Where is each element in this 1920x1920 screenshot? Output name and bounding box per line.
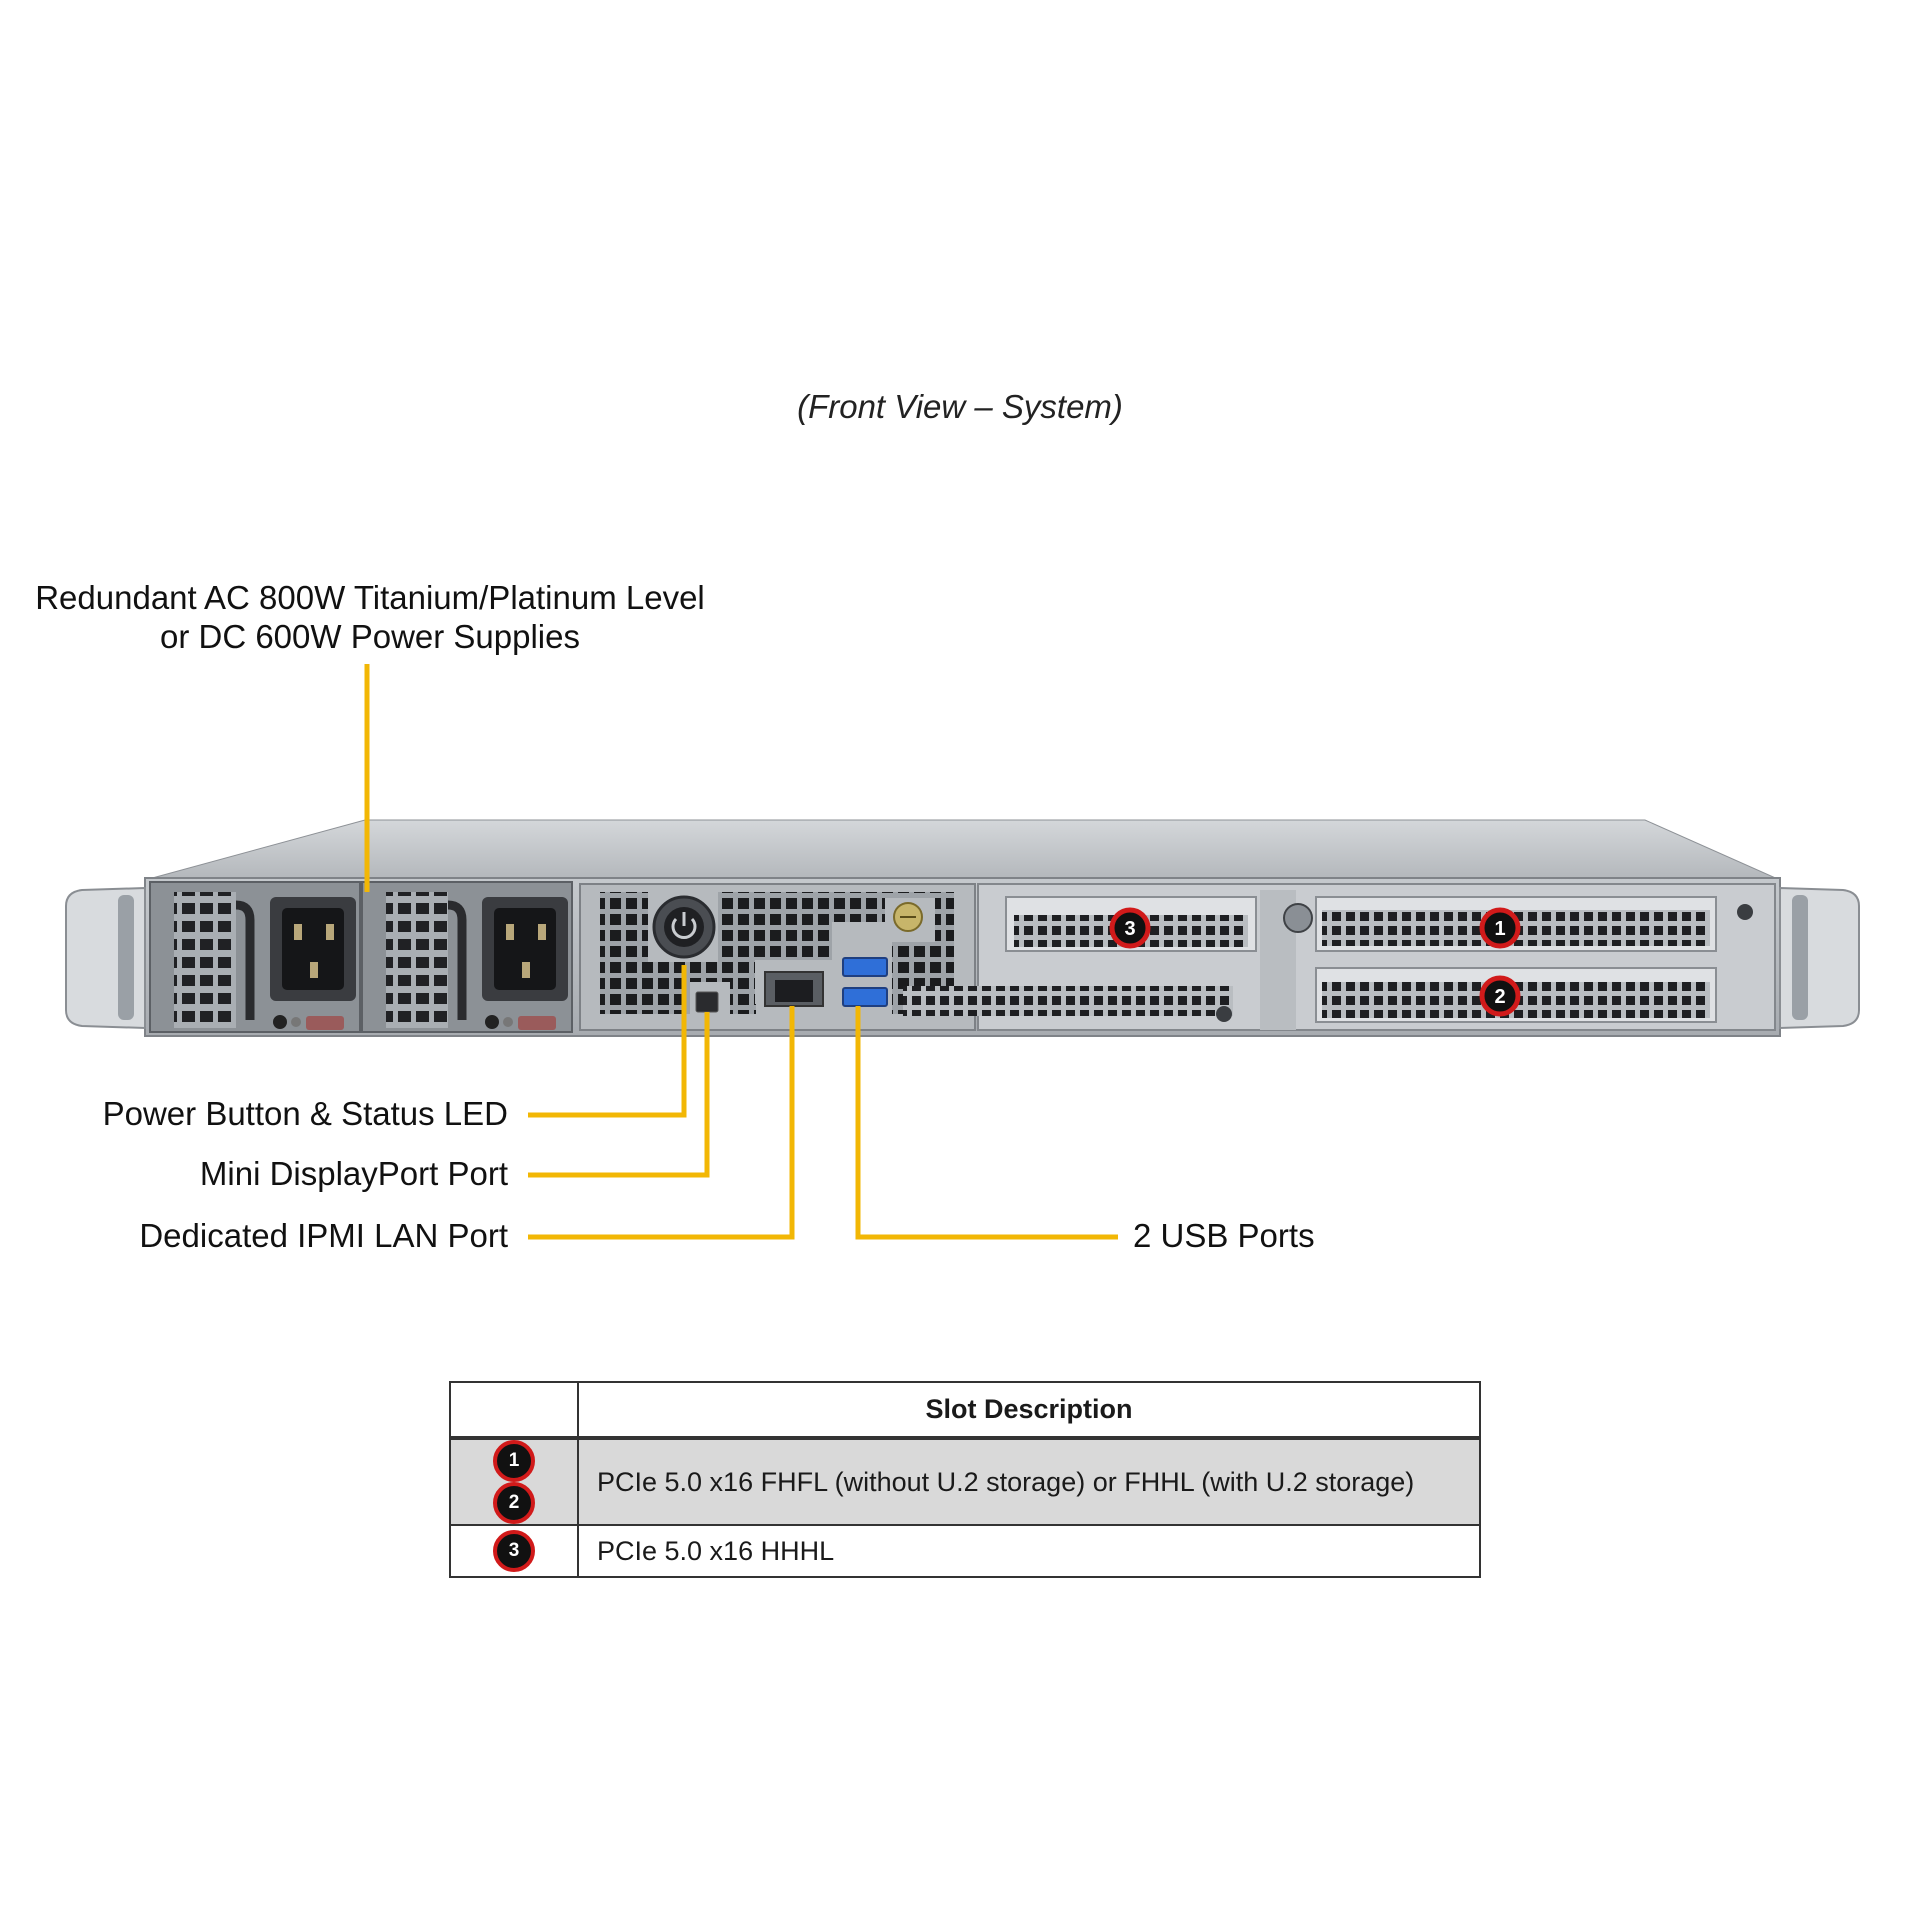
rack-ear-left: [65, 886, 146, 1030]
slot-marker-1: 1: [1479, 907, 1521, 949]
mini-displayport-icon: [695, 991, 719, 1013]
power-button-label: Power Button & Status LED: [102, 1095, 508, 1132]
power-button-icon: [652, 895, 716, 959]
slot-marker-2: 2: [1479, 975, 1521, 1017]
slot-marker-3: 3: [1109, 907, 1151, 949]
usb-port-icon: [842, 957, 888, 1007]
slot-marker-3-text: 3: [1124, 918, 1135, 940]
table-row: 12 PCIe 5.0 x16 FHFL (without U.2 storag…: [449, 1437, 1481, 1526]
slot-badge-1: 1: [493, 1440, 535, 1482]
callout-mini-displayport: [528, 1012, 710, 1178]
ipmi-lan-label: Dedicated IPMI LAN Port: [139, 1217, 508, 1254]
table-row-description: PCIe 5.0 x16 HHHL: [577, 1524, 1481, 1578]
table-header-row: Slot Description: [449, 1381, 1481, 1440]
table-row-badges: 3: [449, 1524, 579, 1578]
usb-ports-label: 2 USB Ports: [1133, 1217, 1315, 1254]
callout-ipmi-lan: [528, 1006, 795, 1240]
power-supplies-label-line2: or DC 600W Power Supplies: [159, 618, 580, 655]
callout-usb-ports: [855, 1006, 1118, 1240]
slot-marker-2-text: 2: [1494, 986, 1505, 1008]
chassis-top: [144, 819, 1781, 881]
screw-icon: [893, 902, 923, 932]
table-row-description: PCIe 5.0 x16 FHFL (without U.2 storage) …: [577, 1437, 1481, 1526]
table-header-blank: [449, 1381, 579, 1440]
table-header-slot-description: Slot Description: [577, 1381, 1481, 1440]
view-caption: (Front View – System): [797, 388, 1123, 425]
table-row-badges: 12: [449, 1437, 579, 1526]
power-supply-2: [361, 881, 573, 1033]
slot-badge-3: 3: [493, 1530, 535, 1572]
callout-power-button: [528, 965, 687, 1118]
slot-description-table: Slot Description 12 PCIe 5.0 x16 FHFL (w…: [449, 1381, 1481, 1578]
slot-marker-1-text: 1: [1494, 918, 1505, 940]
power-supplies-label-line1: Redundant AC 800W Titanium/Platinum Leve…: [35, 579, 705, 616]
power-supply-1: [149, 881, 361, 1033]
slot-badge-2: 2: [493, 1482, 535, 1524]
table-row: 3 PCIe 5.0 x16 HHHL: [449, 1524, 1481, 1578]
pcie-slot-area: [903, 883, 1776, 1031]
power-supplies-label: Redundant AC 800W Titanium/Platinum Leve…: [20, 578, 720, 656]
rack-ear-right: [1779, 886, 1860, 1030]
mini-displayport-label: Mini DisplayPort Port: [199, 1155, 508, 1192]
ipmi-lan-port-icon: [764, 971, 824, 1007]
